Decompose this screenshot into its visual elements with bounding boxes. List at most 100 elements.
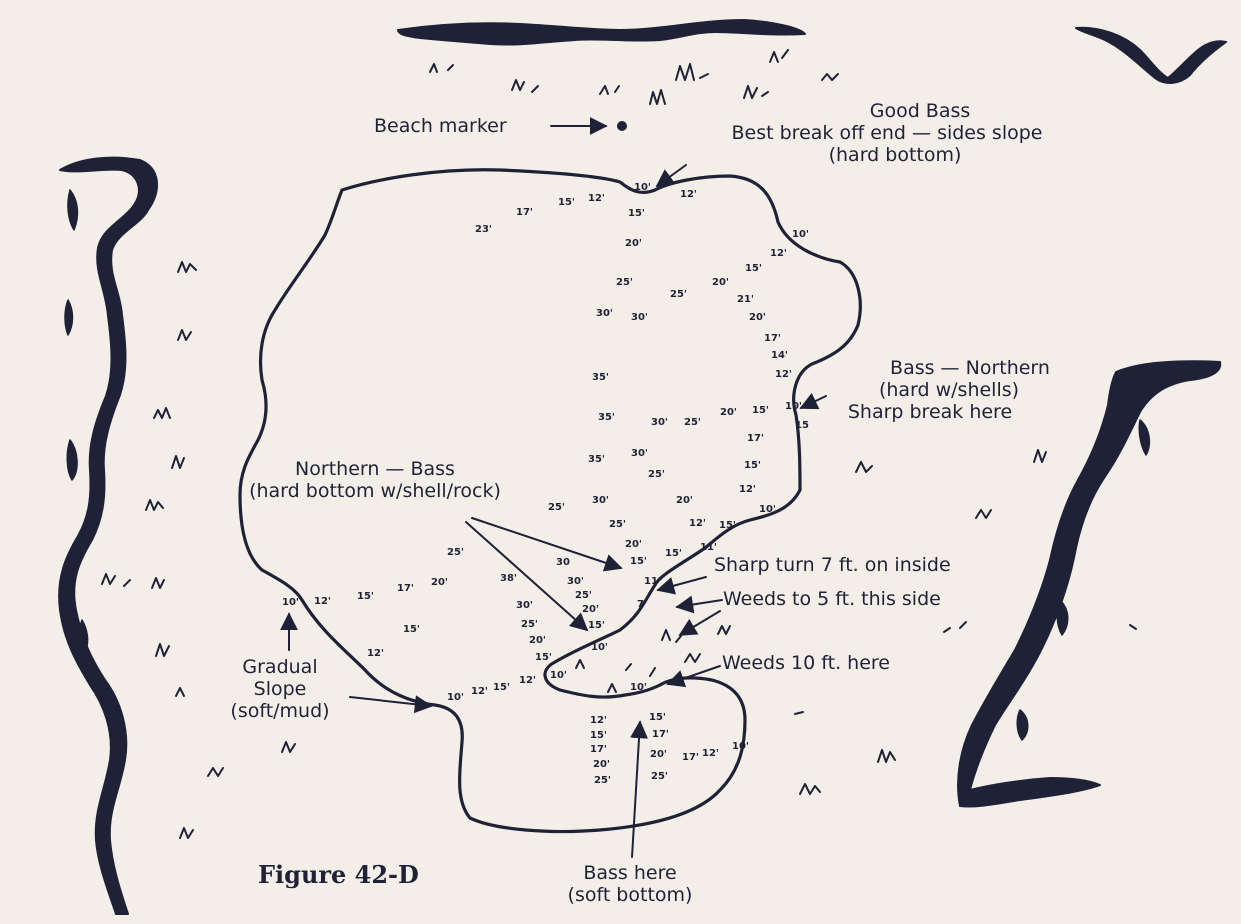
good-bass-line-3: (hard bottom) bbox=[828, 144, 962, 166]
depth-sounding: 30' bbox=[631, 448, 648, 459]
depth-sounding: 11' bbox=[644, 576, 661, 587]
depth-sounding: 15' bbox=[558, 197, 575, 208]
depth-sounding: 15' bbox=[588, 620, 605, 631]
depth-sounding: 35' bbox=[588, 454, 605, 465]
depth-sounding: 10' bbox=[732, 741, 749, 752]
depth-sounding: 12' bbox=[588, 193, 605, 204]
depth-sounding: 12' bbox=[314, 596, 331, 607]
bass-northern-label: Bass — Northern (hard w/shells) Sharp br… bbox=[800, 357, 1090, 423]
depth-sounding: 10' bbox=[634, 182, 651, 193]
depth-sounding: 12' bbox=[689, 518, 706, 529]
depth-sounding: 12' bbox=[680, 189, 697, 200]
depth-sounding: 25' bbox=[609, 519, 626, 530]
depth-sounding: 12' bbox=[739, 484, 756, 495]
depth-sounding: 10' bbox=[792, 229, 809, 240]
depth-sounding: 12' bbox=[775, 369, 792, 380]
depth-sounding: 20' bbox=[650, 749, 667, 760]
gradual-slope-line-3: (soft/mud) bbox=[230, 700, 330, 722]
depth-sounding: 15' bbox=[403, 624, 420, 635]
depth-sounding: 20' bbox=[593, 759, 610, 770]
depth-sounding: 10' bbox=[550, 670, 567, 681]
depth-sounding: 15' bbox=[649, 712, 666, 723]
bass-northern-line-3: Sharp break here bbox=[847, 401, 1013, 423]
depth-soundings: 10'12'12'15'17'23'15'20'10'12'15'20'25'2… bbox=[282, 182, 809, 786]
bass-northern-line-1: Bass — Northern bbox=[890, 357, 1050, 379]
depth-sounding: 17' bbox=[764, 333, 781, 344]
depth-sounding: 20' bbox=[676, 495, 693, 506]
depth-sounding: 38' bbox=[500, 573, 517, 584]
depth-sounding: 15' bbox=[665, 548, 682, 559]
depth-sounding: 11' bbox=[700, 542, 717, 553]
good-bass-line-2: Best break off end — sides slope bbox=[731, 122, 1043, 144]
depth-sounding: 10' bbox=[591, 642, 608, 653]
bass-here-line-2: (soft bottom) bbox=[567, 884, 693, 906]
depth-sounding: 20' bbox=[431, 577, 448, 588]
depth-sounding: 15' bbox=[590, 730, 607, 741]
depth-sounding: 10' bbox=[759, 504, 776, 515]
north-shore bbox=[397, 19, 806, 46]
depth-sounding: 20' bbox=[529, 635, 546, 646]
depth-sounding: 35' bbox=[598, 412, 615, 423]
depth-sounding: 20' bbox=[720, 407, 737, 418]
depth-sounding: 25' bbox=[648, 469, 665, 480]
depth-sounding: 25' bbox=[575, 590, 592, 601]
depth-sounding: 15' bbox=[630, 556, 647, 567]
depth-sounding: 25' bbox=[616, 277, 633, 288]
bass-here-line-1: Bass here bbox=[583, 862, 677, 884]
gradual-slope-label: Gradual Slope (soft/mud) bbox=[210, 656, 350, 722]
depth-sounding: 25' bbox=[651, 771, 668, 782]
depth-sounding: 10' bbox=[785, 401, 802, 412]
depth-sounding: 30' bbox=[592, 495, 609, 506]
depth-sounding: 10' bbox=[282, 597, 299, 608]
bass-here-label: Bass here (soft bottom) bbox=[520, 862, 740, 906]
depth-sounding: 25' bbox=[447, 547, 464, 558]
depth-sounding: 20' bbox=[625, 539, 642, 550]
depth-sounding: 12' bbox=[702, 748, 719, 759]
depth-sounding: 17' bbox=[652, 729, 669, 740]
weeds-5ft-label: Weeds to 5 ft. this side bbox=[723, 588, 941, 610]
depth-sounding: 17' bbox=[397, 583, 414, 594]
west-shore bbox=[58, 156, 159, 915]
bass-northern-line-2: (hard w/shells) bbox=[878, 379, 1020, 401]
good-bass-line-1: Good Bass bbox=[869, 100, 971, 122]
depth-sounding: 15' bbox=[745, 263, 762, 274]
depth-sounding: 21' bbox=[737, 294, 754, 305]
gradual-slope-line-1: Gradual bbox=[242, 656, 318, 678]
depth-sounding: 12' bbox=[590, 715, 607, 726]
depth-sounding: 17' bbox=[747, 433, 764, 444]
gradual-slope-line-2: Slope bbox=[253, 678, 307, 700]
depth-sounding: 10' bbox=[630, 682, 647, 693]
depth-sounding: 30 bbox=[556, 557, 570, 568]
depth-sounding: 30' bbox=[651, 417, 668, 428]
depth-sounding: 17' bbox=[682, 752, 699, 763]
depth-sounding: 14' bbox=[771, 350, 788, 361]
depth-sounding: 20' bbox=[749, 312, 766, 323]
depth-sounding: 15 bbox=[795, 420, 809, 431]
depth-sounding: 23' bbox=[475, 224, 492, 235]
depth-sounding: 25' bbox=[670, 289, 687, 300]
depth-sounding: 12' bbox=[519, 675, 536, 686]
depth-sounding: 15' bbox=[493, 682, 510, 693]
beach-marker-dot bbox=[617, 121, 627, 131]
depth-sounding: 12' bbox=[770, 248, 787, 259]
beach-marker-label: Beach marker bbox=[374, 115, 507, 137]
sharp-turn-label: Sharp turn 7 ft. on inside bbox=[714, 554, 951, 576]
depth-sounding: 30' bbox=[631, 312, 648, 323]
northern-bass-line-1: Northern — Bass bbox=[295, 458, 455, 480]
depth-sounding: 20' bbox=[712, 277, 729, 288]
depth-sounding: 25' bbox=[521, 619, 538, 630]
depth-sounding: 15' bbox=[357, 591, 374, 602]
figure-caption: Figure 42-D bbox=[258, 860, 419, 889]
depth-sounding: 25' bbox=[548, 502, 565, 513]
depth-sounding: 15' bbox=[752, 405, 769, 416]
depth-sounding: 17' bbox=[590, 744, 607, 755]
depth-sounding: 15' bbox=[719, 520, 736, 531]
east-shore bbox=[957, 360, 1222, 808]
good-bass-label: Good Bass Best break off end — sides slo… bbox=[662, 100, 1112, 166]
depth-sounding: 15' bbox=[535, 652, 552, 663]
weeds-10ft-label: Weeds 10 ft. here bbox=[722, 652, 890, 674]
depth-sounding: 17' bbox=[516, 207, 533, 218]
northeast-shore bbox=[1075, 26, 1227, 84]
northern-bass-line-2: (hard bottom w/shell/rock) bbox=[249, 480, 501, 502]
depth-sounding: 35' bbox=[592, 372, 609, 383]
